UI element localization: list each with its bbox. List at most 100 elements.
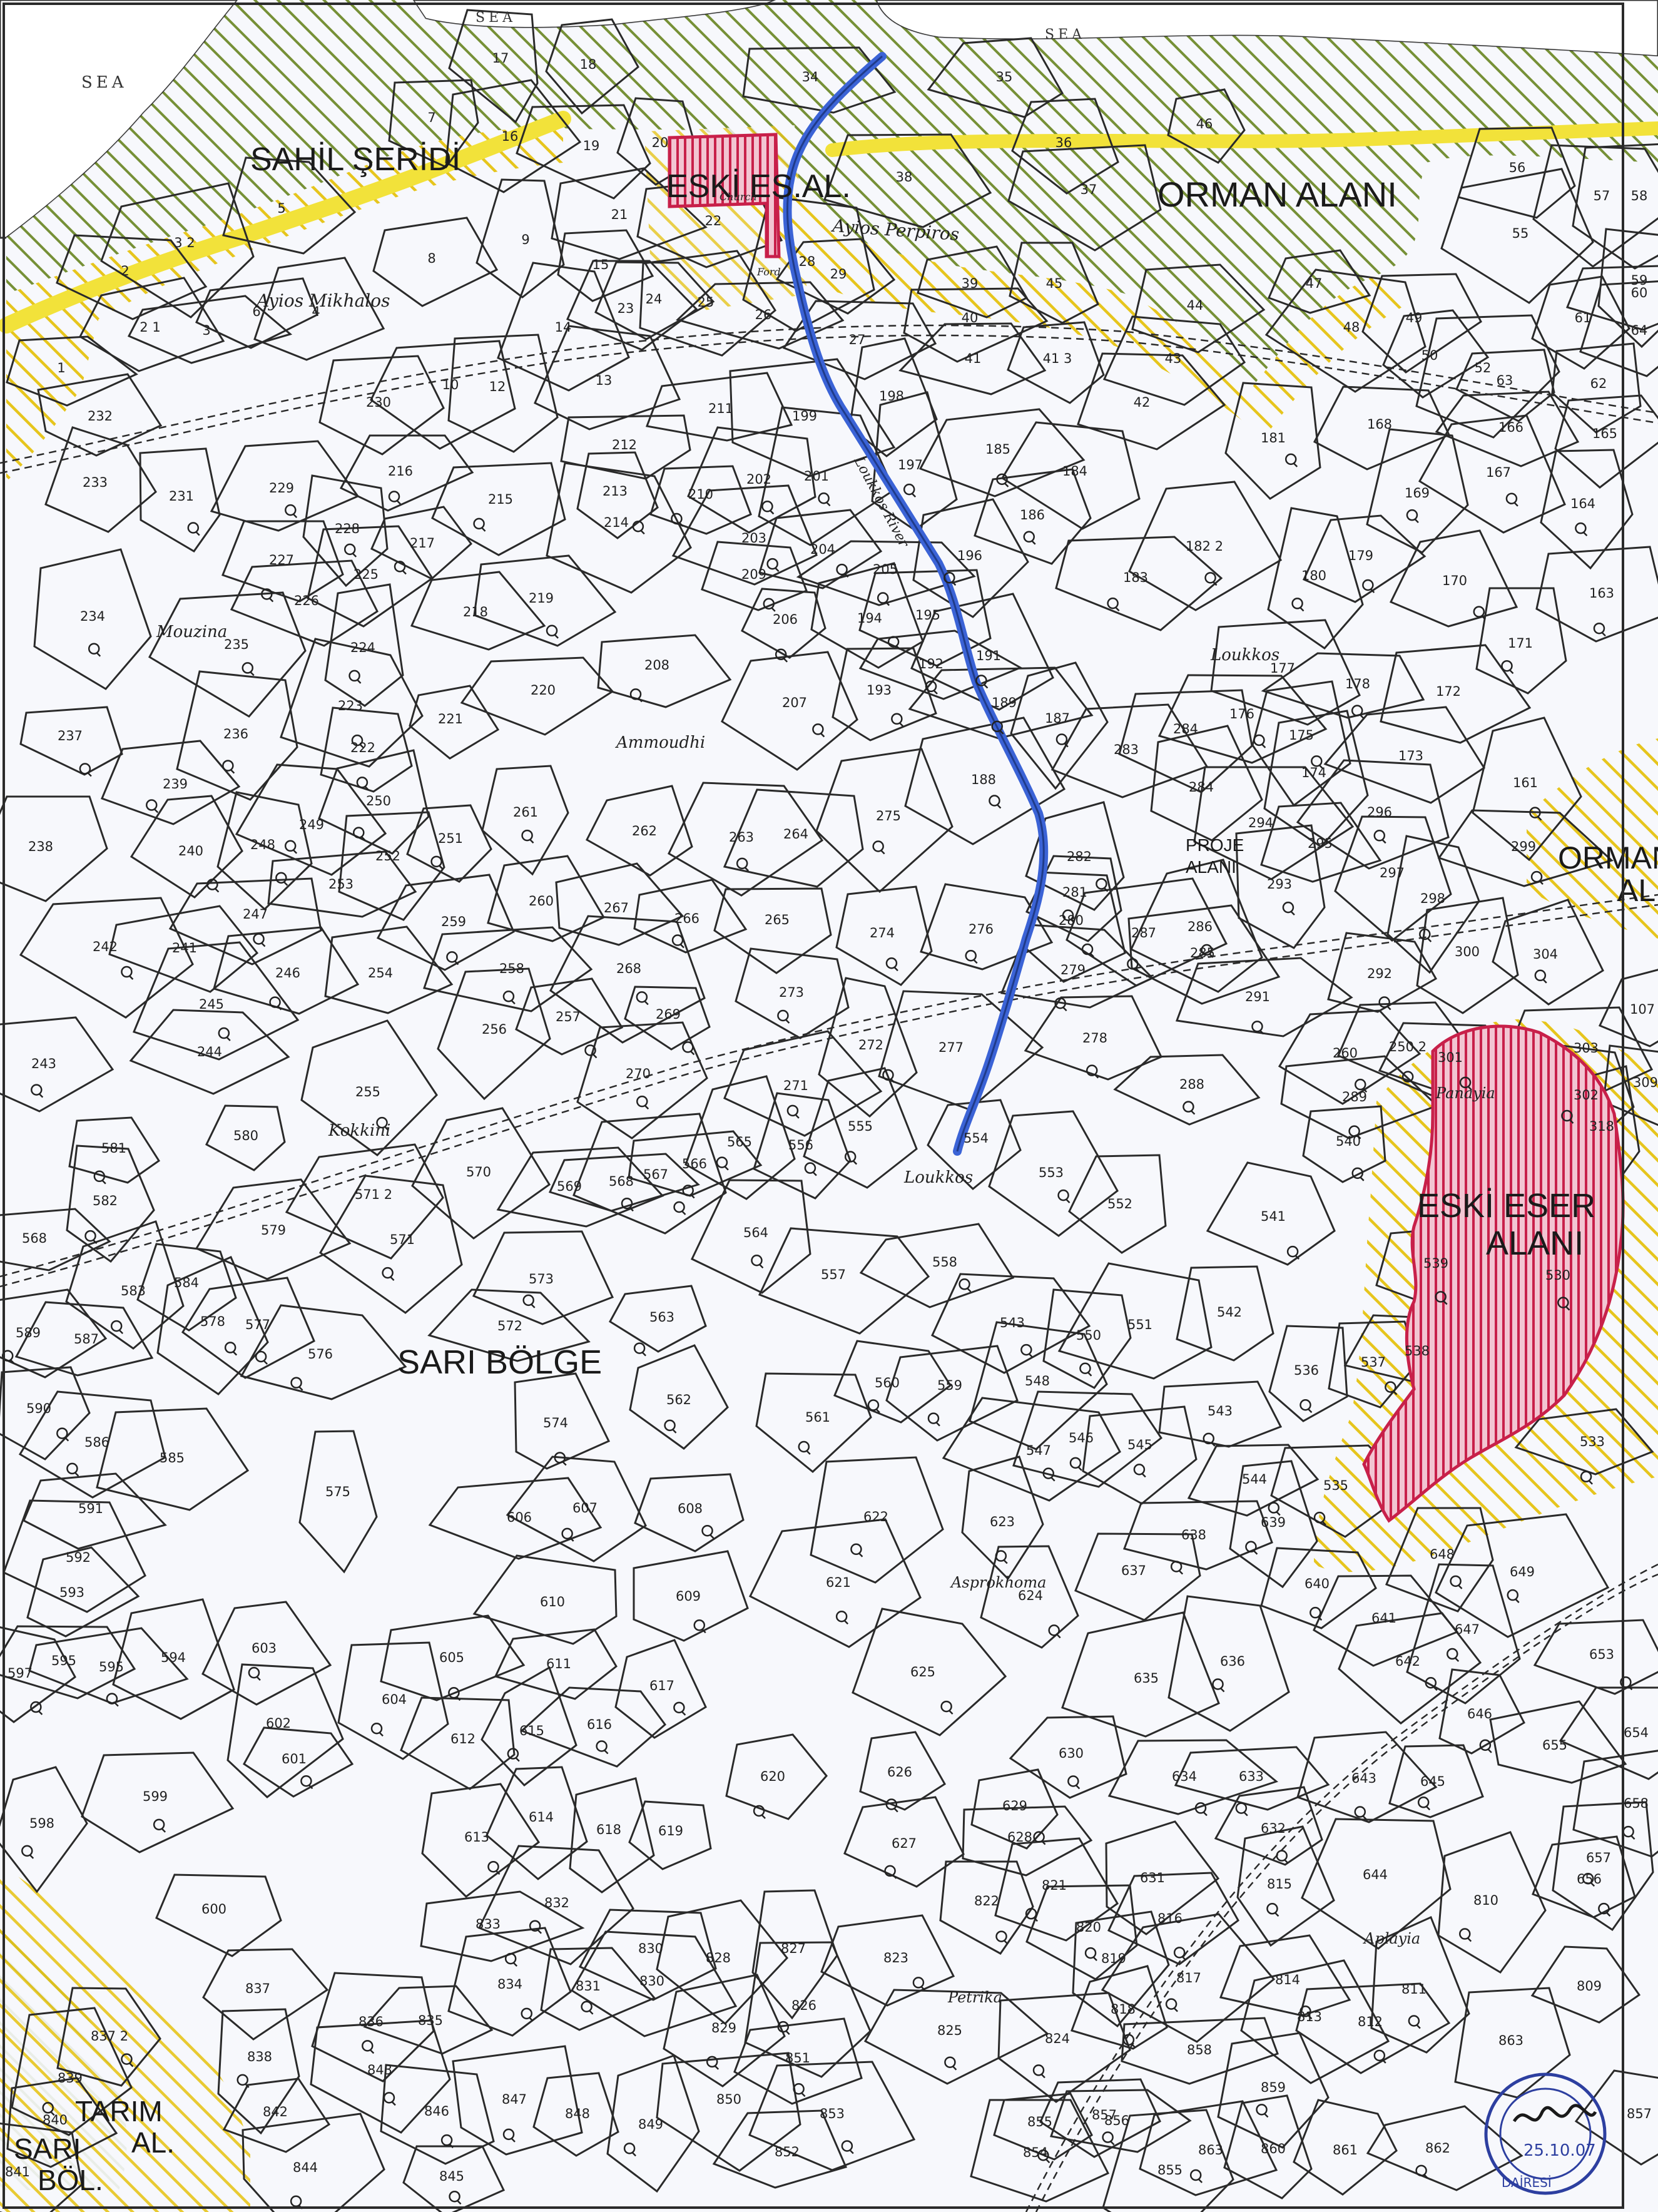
parcel-number: 269 [656,1007,681,1022]
parcel-boundary [733,2017,863,2105]
olive-tree-icon [1032,2064,1045,2079]
parcel-number: 649 [1510,1564,1535,1579]
parcel-number: 535 [1323,1478,1348,1493]
parcel-boundary [843,1796,965,1888]
parcel-number: 273 [779,985,804,1000]
parcel-boundary [917,245,1029,319]
parcel-number: 558 [932,1255,957,1270]
olive-tree-icon [206,879,220,893]
parcel-boundary [1263,710,1369,848]
parcel-boundary [68,1116,161,1184]
parcel-boundary [1338,1612,1482,1725]
parcel-boundary [168,877,322,966]
olive-tree-icon [671,512,684,527]
parcel-number: 48 [1343,320,1360,335]
parcel-number: 283 [1114,742,1139,757]
parcel-boundary [918,408,1086,497]
parcel-number: 60 [1631,285,1648,300]
parcel-number: 58 [1631,188,1648,203]
parcel-number: 207 [782,695,807,710]
parcel-number: 303 [1574,1041,1599,1056]
parcel-number: 550 [1076,1328,1101,1343]
parcel-number: 567 [643,1167,668,1182]
parcel-number: 835 [418,2013,443,2028]
parcel-boundary [56,234,208,320]
olive-tree-icon [884,1865,897,1879]
olive-tree-icon [248,1666,261,1681]
parcel-boundary [1295,1982,1451,2074]
parcel-number: 61 [1575,310,1592,325]
parcel-boundary [1302,1105,1386,1183]
parcel-number: 202 [746,472,771,487]
olive-tree-icon [269,996,282,1011]
parcel-boundary [1280,1055,1439,1139]
parcel-number: 570 [466,1165,491,1180]
parcel-boundary [1267,507,1364,650]
parcel-number: 602 [266,1716,291,1731]
parcel-number: 251 [438,831,463,846]
parcel-number: 46 [1196,116,1213,131]
parcel-number: 256 [482,1022,507,1037]
parcel-number: 820 [1076,1920,1101,1935]
parcel-number: 198 [879,389,904,404]
parcel-boundary [132,941,300,1061]
parcel-number: 49 [1406,310,1423,325]
parcel-number: 595 [51,1653,76,1668]
parcel-boundary [749,1518,922,1648]
parcel-number: 179 [1348,548,1373,563]
parcel-number: 26 [755,307,772,322]
olive-tree-icon [1037,2149,1050,2164]
olive-tree-icon [284,840,298,854]
parcel-boundary [44,426,157,533]
parcel-number: 268 [616,961,641,976]
parcel-number: 34 [802,69,819,84]
olive-tree-icon [1505,492,1518,507]
parcel-boundary [614,1639,707,1739]
parcel-boundary [663,1974,786,2087]
olive-tree-icon [1373,2049,1386,2064]
olive-tree-icon [1582,1873,1595,1887]
olive-tree-icon [959,1278,972,1293]
olive-tree-icon [1507,1589,1520,1603]
zone-tarim-1: TARIM [75,2095,163,2128]
parcel-number: 194 [857,611,882,626]
parcel-number: 22 [705,213,722,228]
parcel-boundary [555,862,684,946]
parcel-boundary [939,1860,1034,1955]
parcel-number: 260 [1333,1046,1358,1061]
zone-proje-1: PROJE [1186,835,1244,855]
olive-tree-icon [93,1170,106,1185]
parcel-boundary [388,79,479,168]
olive-tree-icon [1067,1775,1081,1790]
parcel-number: 543 [1208,1404,1233,1419]
parcel-boundary [372,217,499,307]
parcel-number: 621 [826,1575,851,1590]
parcel-boundary [970,2099,1110,2203]
parcel-boundary [427,1288,591,1362]
parcel-boundary [431,462,566,556]
parcel-boundary [1532,144,1658,268]
label-ford: Ford [756,266,781,278]
parcel-number: 43 [1165,351,1182,366]
parcel-number: 211 [708,401,733,416]
parcel-boundary [904,716,1066,845]
parcel-number: 851 [785,2051,810,2066]
parcel-boundary [112,1598,235,1720]
parcel-number: 167 [1486,465,1511,480]
stamp-date: 25.10.07 [1523,2141,1596,2160]
parcel-boundary [1061,1611,1220,1738]
parcel-number: 225 [353,567,379,582]
parcel-number: 863 [1198,2143,1223,2158]
parcel-boundary [597,634,732,708]
olive-tree-icon [1102,2131,1115,2146]
parcel-number: 240 [178,844,203,859]
olive-tree-icon [632,521,645,535]
parcel-boundary [79,277,225,372]
parcel-number: 19 [583,138,600,153]
parcel-boundary [1224,382,1321,500]
parcel-boundary [460,656,614,736]
olive-tree-icon [21,1845,34,1859]
parcel-number: 537 [1361,1355,1386,1370]
olive-tree-icon [1299,2006,1313,2020]
parcel-boundary [3,1499,146,1613]
